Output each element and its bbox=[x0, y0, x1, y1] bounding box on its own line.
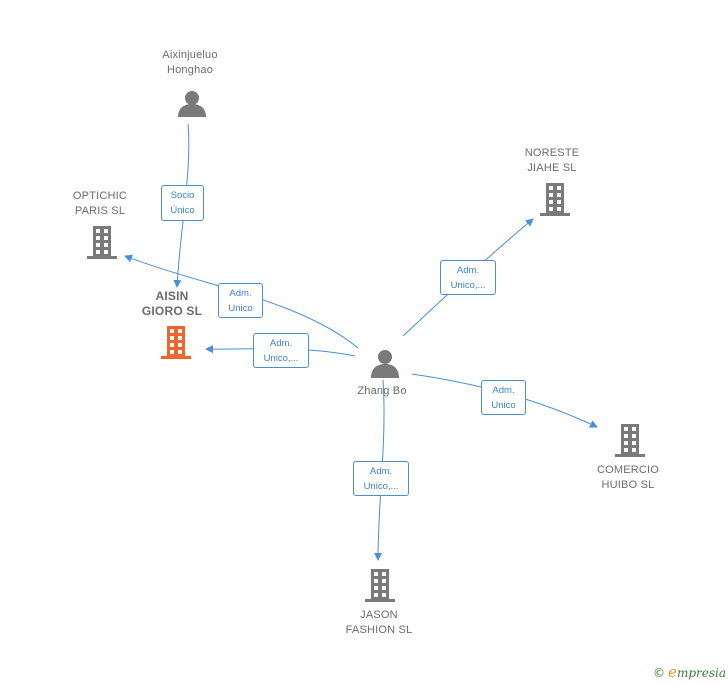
node-label-optichic[interactable]: OPTICHIC PARIS SL bbox=[72, 190, 128, 217]
person-icon bbox=[178, 91, 206, 117]
node-label-aisin[interactable]: AISIN GIORO SL bbox=[141, 289, 203, 318]
node-label-zhang[interactable]: Zhang Bo bbox=[357, 385, 407, 397]
node-label-noreste[interactable]: NORESTE JIAHE SL bbox=[524, 147, 580, 174]
edge-label-adm-jason: Adm. Unico,... bbox=[353, 461, 409, 496]
edge-label-socio: Socio Único bbox=[161, 185, 204, 221]
building-icon bbox=[87, 226, 117, 259]
node-label-aixinjueluo[interactable]: Aixinjueluo Honghao bbox=[162, 49, 218, 76]
building-icon-highlight bbox=[161, 326, 191, 359]
edge-label-adm-optichic: Adm. Unico bbox=[218, 283, 263, 318]
building-icon bbox=[365, 569, 395, 602]
edge-label-adm-noreste: Adm. Unico,... bbox=[440, 260, 496, 295]
edge-label-adm-aisin: Adm. Unico,... bbox=[253, 333, 309, 368]
brand-name: mpresia bbox=[676, 666, 726, 680]
copyright-symbol: © bbox=[653, 666, 666, 680]
brand-initial: e bbox=[668, 663, 677, 681]
node-label-comercio[interactable]: COMERCIO HUIBO SL bbox=[596, 464, 660, 491]
node-label-jason[interactable]: JASON FASHION SL bbox=[345, 609, 413, 636]
empresia-logo[interactable]: ©empresia bbox=[653, 663, 726, 681]
building-icon bbox=[540, 183, 570, 216]
edge-label-adm-comercio: Adm. Unico bbox=[481, 380, 526, 415]
person-icon bbox=[371, 350, 399, 378]
building-icon bbox=[615, 424, 645, 457]
